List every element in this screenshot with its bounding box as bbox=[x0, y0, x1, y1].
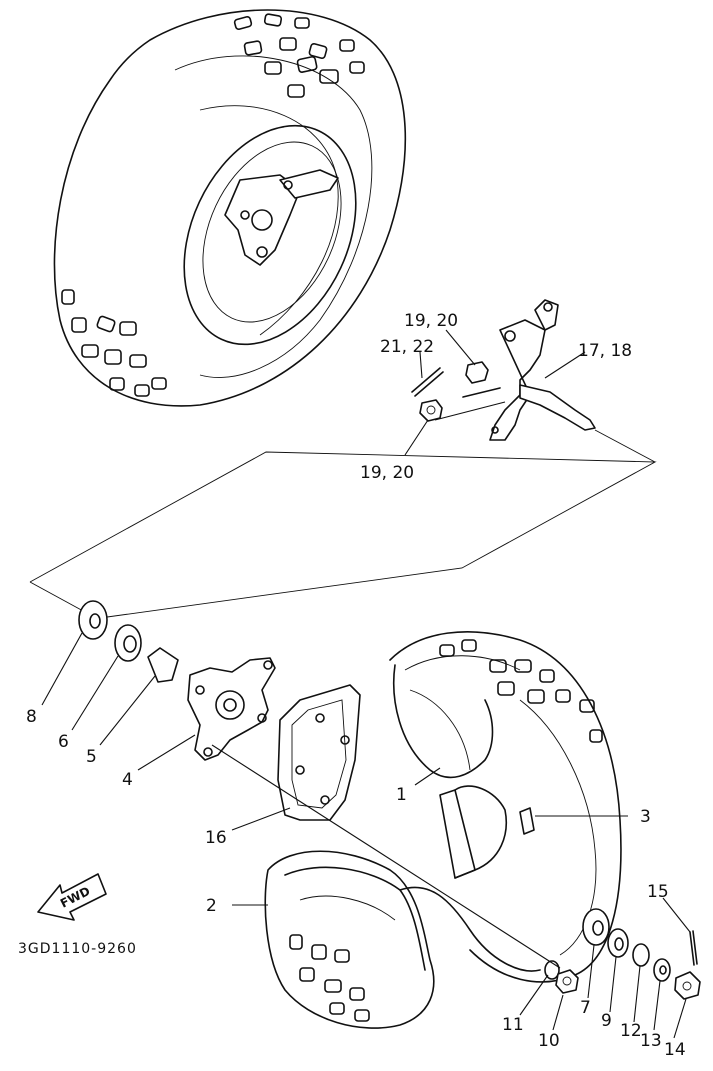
label-17-18: 17, 18 bbox=[578, 341, 632, 361]
bearing-7 bbox=[582, 908, 610, 946]
hub-assembly-top bbox=[224, 169, 339, 266]
gasket-16 bbox=[277, 684, 361, 821]
label-7: 7 bbox=[580, 998, 591, 1018]
label-14: 14 bbox=[664, 1040, 686, 1060]
label-6: 6 bbox=[58, 732, 69, 752]
nut-14 bbox=[674, 971, 701, 1000]
nut-19-20-top bbox=[465, 361, 489, 384]
label-21-22: 21, 22 bbox=[380, 337, 434, 357]
label-1: 1 bbox=[396, 785, 407, 805]
label-13: 13 bbox=[640, 1031, 662, 1051]
label-12: 12 bbox=[620, 1021, 642, 1041]
label-10: 10 bbox=[538, 1031, 560, 1051]
valve-3 bbox=[519, 807, 535, 835]
spacer-5 bbox=[147, 647, 179, 683]
label-8: 8 bbox=[26, 707, 37, 727]
washer-13 bbox=[653, 958, 671, 982]
bearing-6 bbox=[114, 624, 142, 662]
cotter-pin-15 bbox=[689, 930, 698, 966]
steering-knuckle bbox=[489, 299, 596, 441]
wheel-hub-4 bbox=[187, 657, 276, 761]
leader-lines-lower bbox=[41, 632, 691, 1039]
fwd-arrow-icon: FWD bbox=[37, 873, 107, 921]
label-19-20-bottom: 19, 20 bbox=[360, 463, 414, 483]
label-2: 2 bbox=[206, 896, 217, 916]
tread-blocks-top bbox=[233, 13, 365, 98]
tread-blocks-bottom bbox=[289, 934, 370, 1022]
drawing-code: 3GD1110-9260 bbox=[18, 941, 137, 957]
nut-19-20-bottom bbox=[419, 399, 443, 422]
tread-blocks-left bbox=[61, 289, 167, 397]
label-19-20-top: 19, 20 bbox=[404, 311, 458, 331]
seal-9 bbox=[607, 928, 629, 958]
cotter-pin-21-22 bbox=[411, 367, 501, 398]
tread-blocks-right bbox=[439, 639, 603, 743]
label-11: 11 bbox=[502, 1015, 524, 1035]
label-4: 4 bbox=[122, 770, 133, 790]
leader-lines-upper bbox=[29, 329, 657, 619]
label-15: 15 bbox=[647, 882, 669, 902]
oil-seal-8 bbox=[78, 600, 108, 640]
tire-1-split-wheel bbox=[389, 631, 622, 983]
label-16: 16 bbox=[205, 828, 227, 848]
label-3: 3 bbox=[640, 807, 651, 827]
label-9: 9 bbox=[601, 1011, 612, 1031]
washer-12 bbox=[632, 943, 650, 967]
assembled-wheel-top bbox=[53, 9, 407, 407]
rim-half-2 bbox=[264, 850, 541, 1029]
label-5: 5 bbox=[86, 747, 97, 767]
nut-10 bbox=[555, 969, 579, 994]
